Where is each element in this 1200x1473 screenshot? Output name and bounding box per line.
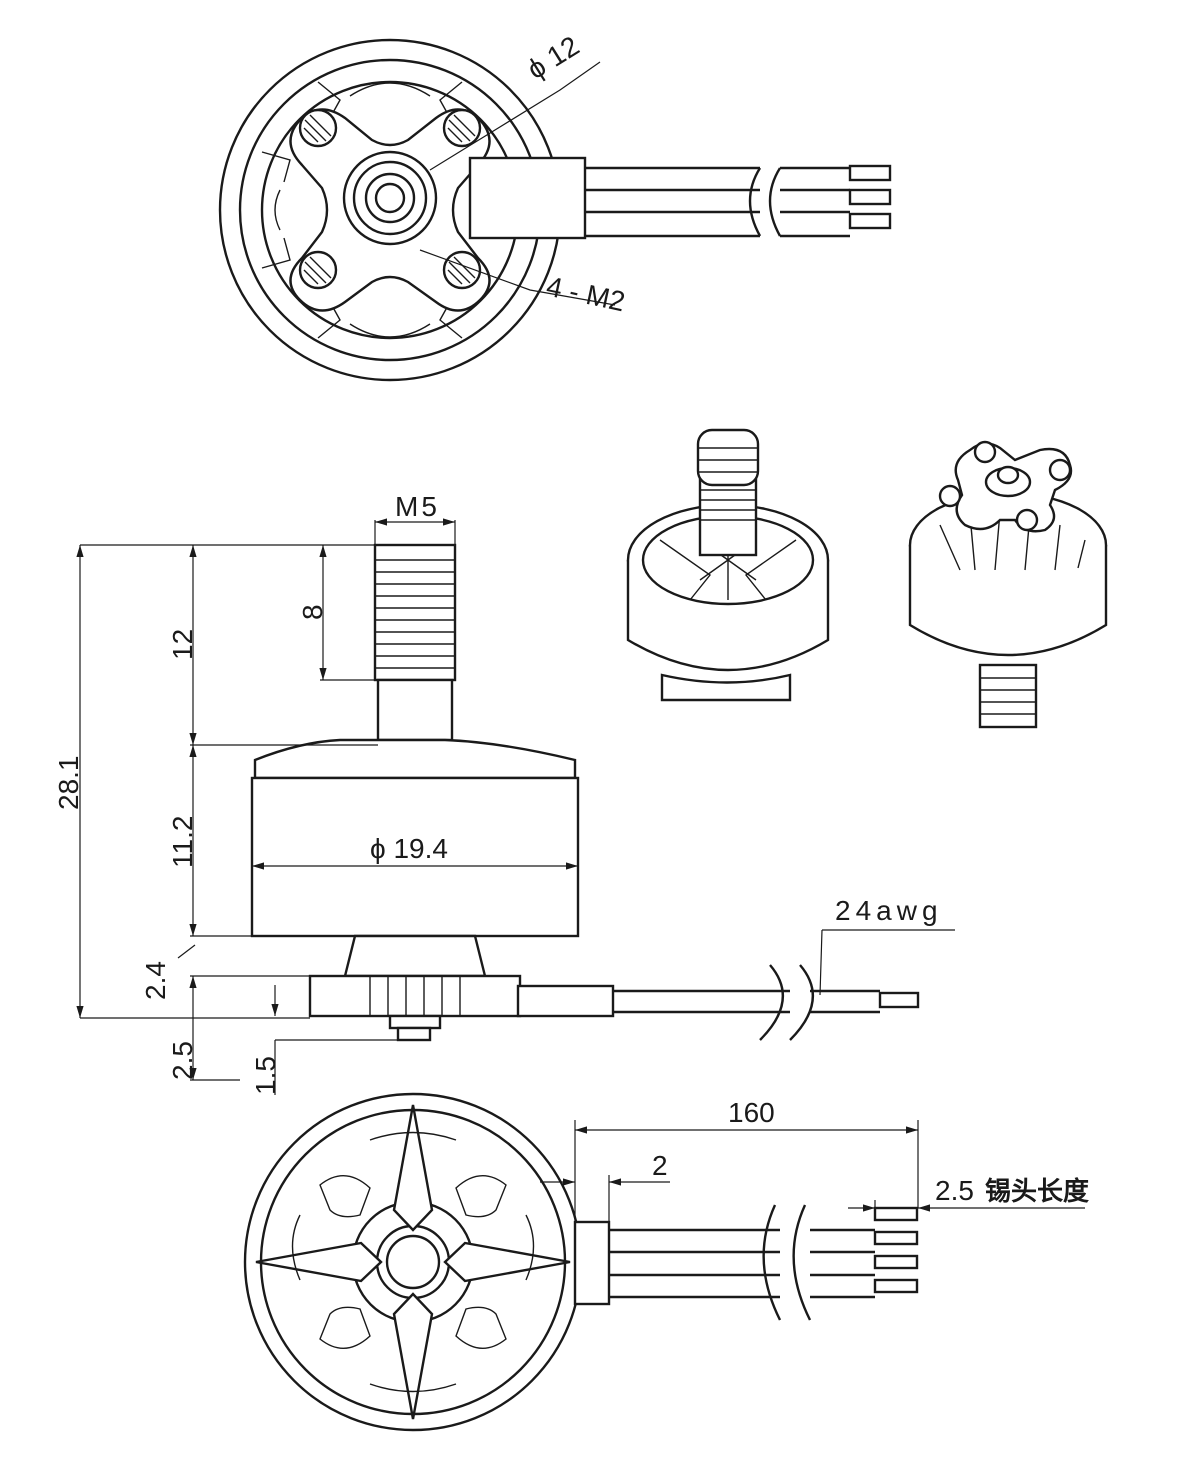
label-sleeve-gap: 2 [652, 1150, 668, 1181]
label-bottom-offset: 2.5 [167, 1041, 198, 1080]
label-wire-gauge: 24awg [835, 895, 943, 926]
label-total-height: 28.1 [53, 756, 84, 811]
label-lead-length: 160 [728, 1097, 775, 1128]
label-clip-height: 1.5 [250, 1056, 281, 1095]
label-tin-length-value: 2.5 [935, 1175, 974, 1206]
label-bell-diameter: ϕ 19.4 [370, 833, 448, 864]
bottom-view: 160 2 2.5 锡头长度 [243, 1092, 1089, 1432]
label-mount-holes: 4 - M2 [544, 271, 628, 318]
side-view: M5 8 12 28.1 11.2 ϕ 19.4 2.4 2.5 1.5 24a… [53, 491, 955, 1095]
label-shaft-length: 12 [167, 629, 198, 660]
label-tin-length-text: 锡头长度 [985, 1176, 1089, 1207]
iso-view-top [626, 428, 830, 702]
mount-hole [442, 250, 482, 290]
mount-hole [298, 108, 338, 148]
label-shaft-thread: M5 [395, 491, 440, 522]
iso-view-bottom [908, 440, 1108, 729]
label-bell-height: 11.2 [167, 816, 198, 868]
top-view: ϕ 12 4 - M2 [218, 30, 892, 382]
label-bearing-diameter: ϕ 12 [522, 30, 585, 85]
label-base-height: 2.4 [140, 961, 171, 1000]
mount-hole [442, 108, 482, 148]
mount-hole [298, 250, 338, 290]
shaft-thread [375, 559, 455, 669]
label-thread-length: 8 [297, 604, 328, 620]
